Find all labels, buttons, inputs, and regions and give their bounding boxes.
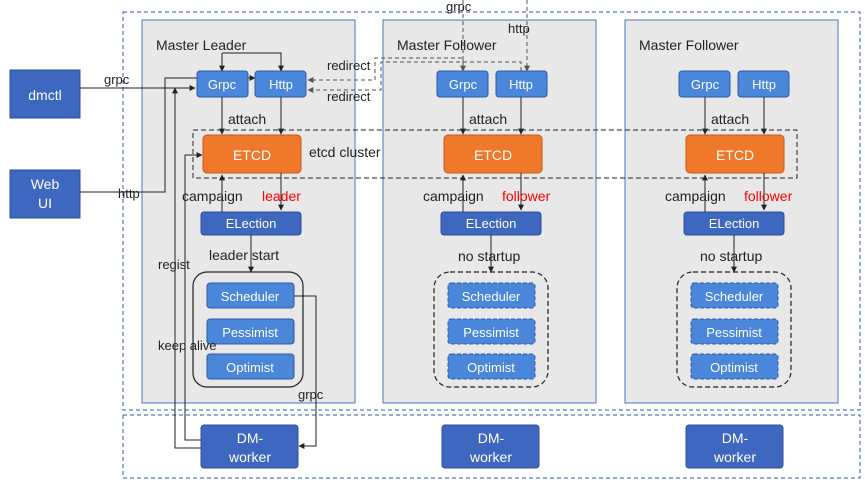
follower1-top-grpc-label: grpc: [446, 0, 472, 14]
redirect-upper-label: redirect: [327, 58, 371, 73]
follower1-role-label: follower: [502, 188, 551, 204]
leader-election-label: ELection: [226, 216, 277, 231]
follower1-optimist-box[interactable]: [447, 353, 536, 380]
follower2-scheduler-label: Scheduler: [705, 289, 764, 304]
leader-panel-title: Master Leader: [156, 37, 247, 53]
dm-worker-box-2[interactable]: [441, 424, 540, 469]
follower2-campaign-label: campaign: [665, 188, 726, 204]
worker-grpc-label: grpc: [298, 387, 324, 402]
leader-http-in-arrow: [222, 52, 284, 72]
web-ui-box[interactable]: [9, 169, 81, 219]
follower2-start-label: no startup: [700, 248, 762, 264]
follower1-grpc-label: Grpc: [449, 77, 478, 92]
leader-campaign-label: campaign: [182, 188, 243, 204]
follower1-campaign-label: campaign: [423, 188, 484, 204]
etcd-cluster-label: etcd cluster: [309, 144, 381, 160]
regist-label: regist: [158, 257, 190, 272]
follower1-pessimist-label: Pessimist: [463, 325, 519, 340]
follower1-start-label: no startup: [458, 248, 520, 264]
redirect-http-arrow: [307, 61, 522, 93]
follower1-components-frame: [433, 271, 549, 388]
dmctl-box[interactable]: [9, 69, 81, 119]
redirect-lower-label: redirect: [327, 89, 371, 104]
leader-pessimist-box[interactable]: [206, 318, 295, 345]
follower1-scheduler-box[interactable]: [447, 282, 536, 309]
follower2-pessimist-label: Pessimist: [706, 325, 762, 340]
web-ui-label-line2: UI: [38, 195, 52, 211]
dm-worker-3-line2: worker: [713, 449, 756, 465]
follower1-etcd-box[interactable]: [443, 134, 543, 174]
leader-scheduler-label: Scheduler: [221, 289, 280, 304]
leader-pessimist-label: Pessimist: [222, 325, 278, 340]
follower1-top-http-label: http: [508, 21, 530, 36]
follower2-etcd-box[interactable]: [685, 134, 785, 174]
dm-worker-box-1[interactable]: [200, 424, 299, 469]
dm-worker-1-line2: worker: [228, 449, 271, 465]
follower1-http-label: Http: [509, 77, 533, 92]
regist-arrow: [172, 87, 201, 449]
leader-grpc-label: Grpc: [208, 77, 237, 92]
leader-attach-label: attach: [228, 111, 266, 127]
etcd-cluster-frame: [192, 129, 798, 179]
leader-start-label: leader start: [209, 247, 279, 263]
webui-http-edge-label: http: [118, 186, 140, 201]
dm-worker-3-line1: DM-: [722, 430, 749, 446]
follower2-optimist-label: Optimist: [710, 360, 758, 375]
dmctl-label: dmctl: [28, 87, 61, 103]
follower2-attach-label: attach: [711, 111, 749, 127]
leader-components-frame: [192, 271, 304, 388]
follower2-scheduler-box[interactable]: [690, 282, 779, 309]
follower1-attach-label: attach: [469, 111, 507, 127]
dmctl-grpc-edge-label: grpc: [104, 72, 130, 87]
keep-alive-arrow: [184, 152, 203, 441]
dm-worker-box-3[interactable]: [685, 424, 784, 469]
web-ui-label-line1: Web: [31, 176, 60, 192]
follower2-election-label: ELection: [709, 216, 760, 231]
scheduler-to-worker-arrow: [294, 295, 317, 449]
follower2-optimist-box[interactable]: [690, 353, 779, 380]
follower2-etcd-label: ETCD: [716, 147, 754, 163]
keep-alive-label: keep alive: [158, 338, 217, 353]
follower2-components-frame: [676, 271, 792, 388]
follower2-http-label: Http: [752, 77, 776, 92]
workers-frame: [122, 414, 861, 479]
leader-optimist-box[interactable]: [206, 353, 295, 380]
follower1-election-label: ELection: [466, 216, 517, 231]
follower1-scheduler-label: Scheduler: [462, 289, 521, 304]
leader-etcd-label: ETCD: [233, 147, 271, 163]
follower2-role-label: follower: [744, 188, 793, 204]
dm-worker-2-line2: worker: [469, 449, 512, 465]
follower1-pessimist-box[interactable]: [447, 318, 536, 345]
leader-etcd-box[interactable]: [202, 134, 302, 174]
dm-worker-1-line1: DM-: [237, 430, 264, 446]
leader-role-label: leader: [262, 188, 301, 204]
follower1-etcd-label: ETCD: [474, 147, 512, 163]
leader-optimist-label: Optimist: [226, 360, 274, 375]
follower1-panel-title: Master Follower: [397, 37, 497, 53]
follower2-panel-title: Master Follower: [639, 37, 739, 53]
follower2-grpc-label: Grpc: [691, 77, 720, 92]
follower1-optimist-label: Optimist: [467, 360, 515, 375]
leader-http-label: Http: [269, 77, 293, 92]
follower2-pessimist-box[interactable]: [690, 318, 779, 345]
dm-worker-2-line1: DM-: [478, 430, 505, 446]
